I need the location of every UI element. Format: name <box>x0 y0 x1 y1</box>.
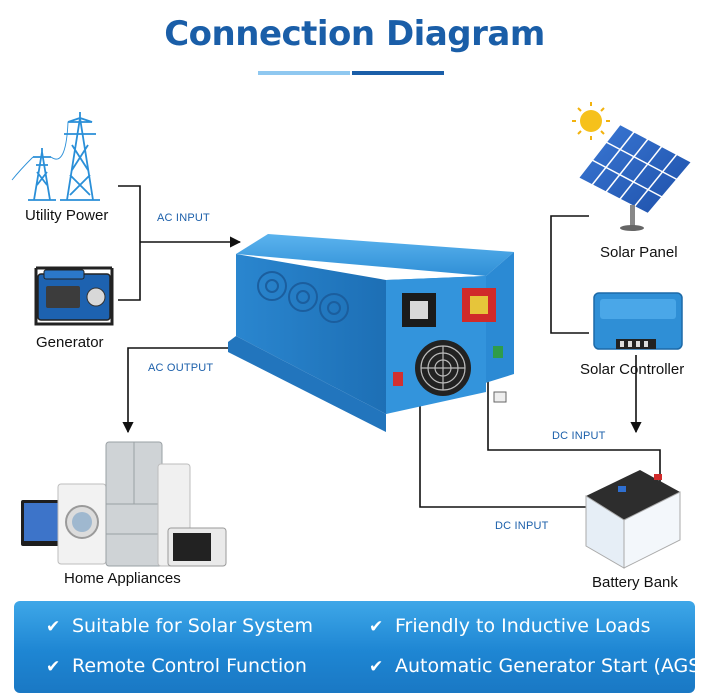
dc-input-battery-label: DC INPUT <box>495 520 549 532</box>
solar-panel-wire <box>550 215 589 334</box>
home-appliances-label: Home Appliances <box>64 570 181 587</box>
feature-text: Automatic Generator Start (AGS) <box>395 655 708 677</box>
generator-label: Generator <box>36 334 104 351</box>
feature-text: Friendly to Inductive Loads <box>395 615 651 637</box>
page-title: Connection Diagram <box>164 14 545 54</box>
dc-input-controller-label: DC INPUT <box>552 430 606 442</box>
ac-output-arrow <box>122 347 232 434</box>
connection-wires <box>118 185 661 508</box>
utility-tower-icon <box>11 112 100 201</box>
utility-power-label: Utility Power <box>25 207 109 224</box>
solar-controller-label: Solar Controller <box>580 361 685 378</box>
ac-output-label: AC OUTPUT <box>148 362 214 374</box>
utility-wire <box>118 185 141 242</box>
feature-item: ✔ Suitable for Solar System <box>46 615 313 637</box>
generator-wire <box>118 242 141 301</box>
generator-icon <box>34 266 114 326</box>
feature-text: Suitable for Solar System <box>72 615 314 637</box>
inverter-icon <box>228 234 514 432</box>
feature-text: Remote Control Function <box>72 655 307 677</box>
checkmark-icon: ✔ <box>369 617 384 637</box>
ac-input-label: AC INPUT <box>157 212 210 224</box>
checkmark-icon: ✔ <box>46 617 61 637</box>
solar-panel-icon <box>576 122 694 231</box>
dc-negative-wire <box>414 368 586 508</box>
checkmark-icon: ✔ <box>46 657 61 677</box>
dc-positive-wire <box>482 353 661 484</box>
home-appliances-icon <box>21 441 227 567</box>
solar-controller-icon <box>593 292 683 350</box>
battery-bank-label: Battery Bank <box>592 574 678 591</box>
solar-panel-label: Solar Panel <box>600 244 678 261</box>
feature-item: ✔ Automatic Generator Start (AGS) <box>369 655 708 677</box>
sun-icon <box>572 102 610 140</box>
feature-item: ✔ Remote Control Function <box>46 655 307 677</box>
features-band: ✔ Suitable for Solar System ✔ Friendly to … <box>14 601 708 693</box>
feature-item: ✔ Friendly to Inductive Loads <box>369 615 650 637</box>
checkmark-icon: ✔ <box>369 657 384 677</box>
title-underline <box>258 71 444 75</box>
battery-icon <box>585 470 681 569</box>
